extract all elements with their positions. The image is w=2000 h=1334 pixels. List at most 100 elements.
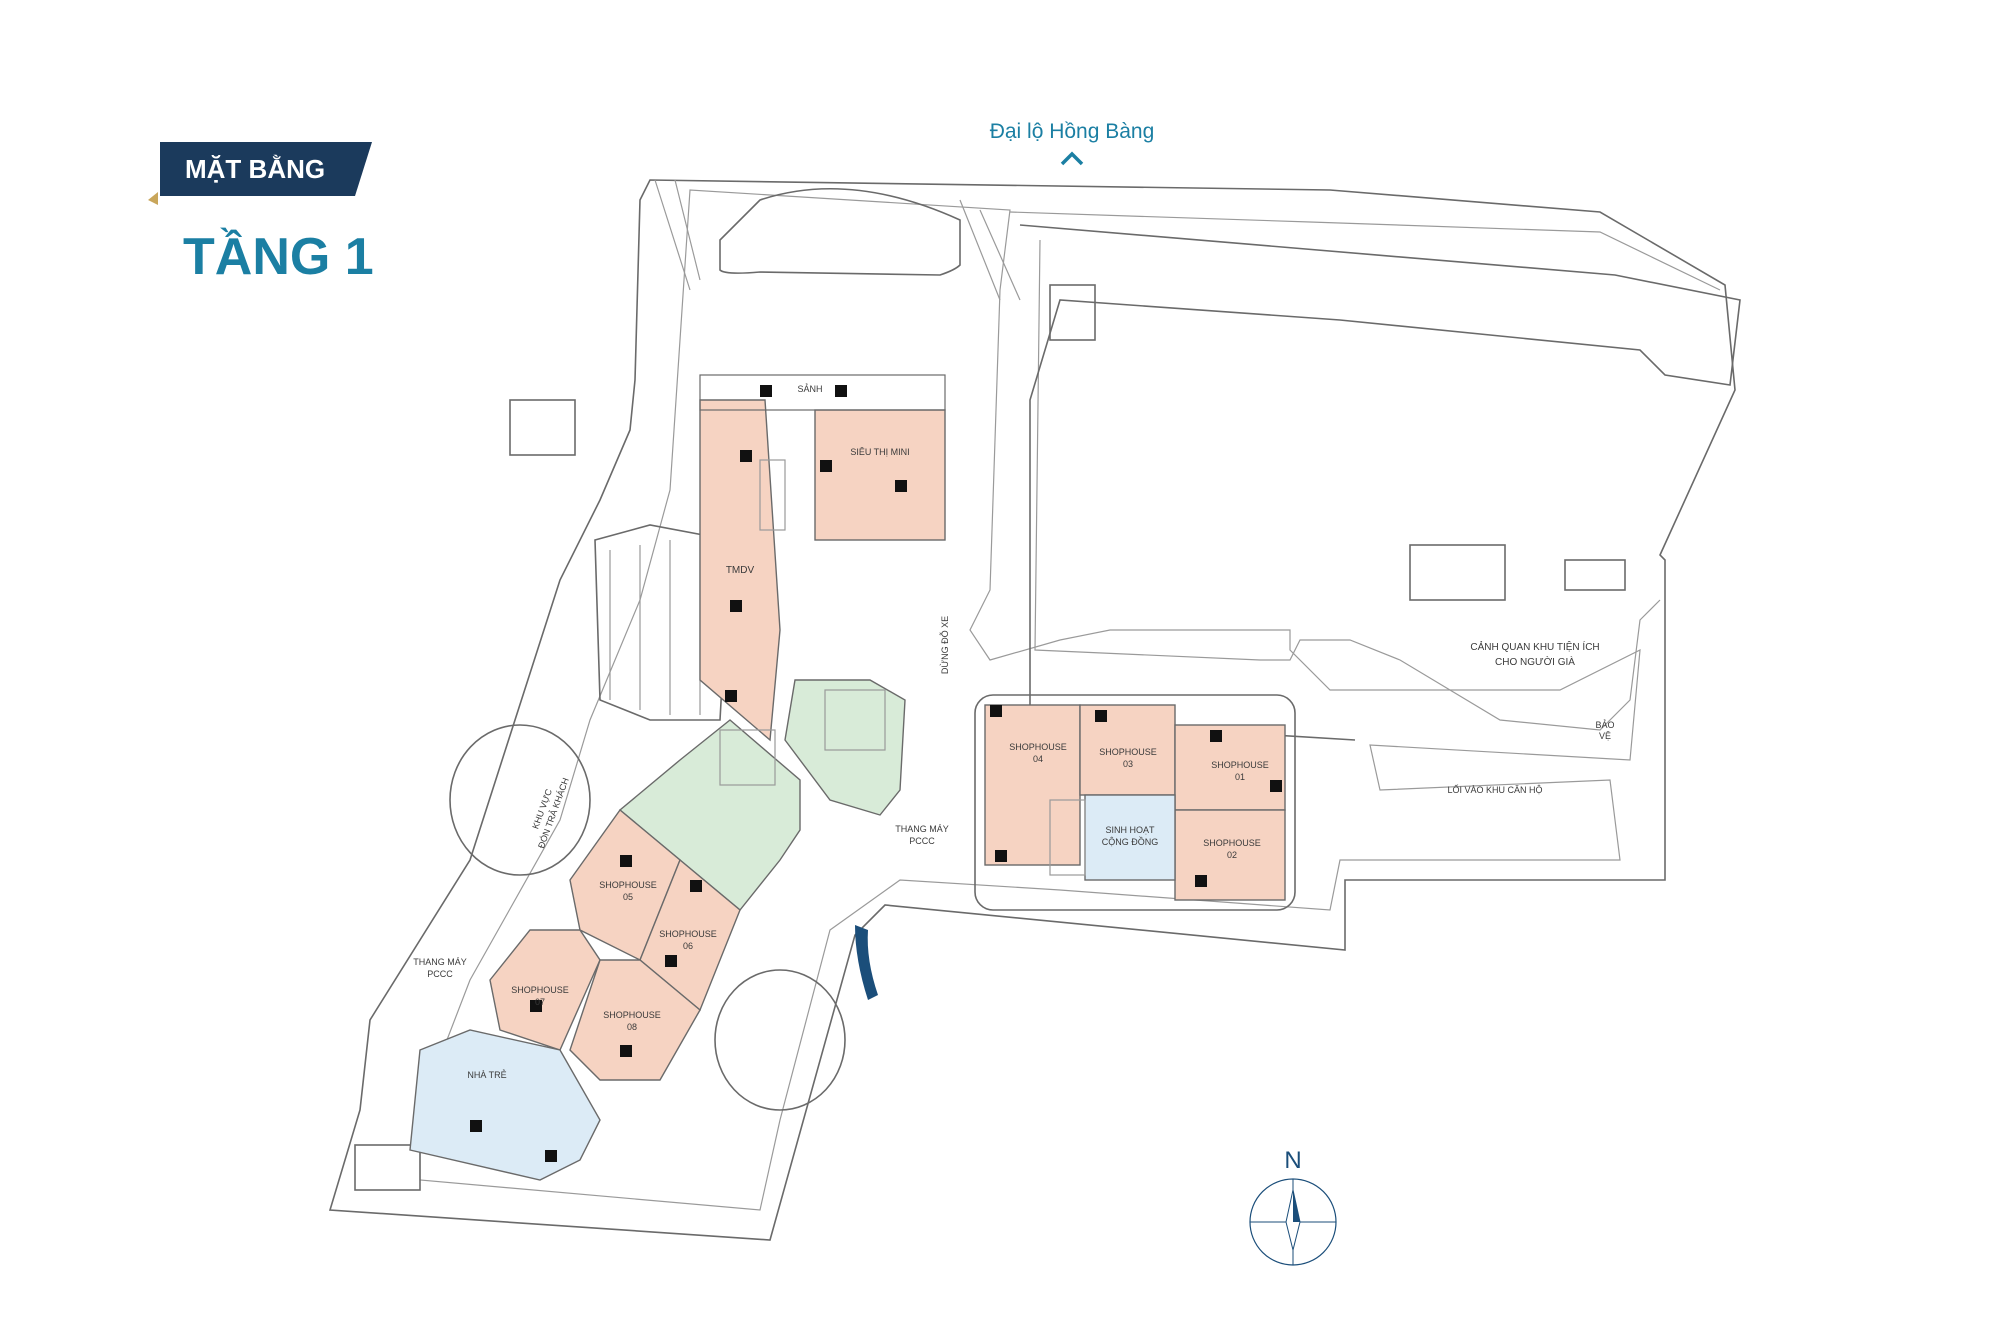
pillar	[760, 385, 772, 397]
label-bao-ve-line2: VỆ	[1599, 731, 1611, 741]
label-tmdv: TMDV	[726, 565, 755, 576]
entrance-canopy	[719, 188, 961, 276]
internal-road-line	[419, 189, 1641, 1211]
pillar	[990, 705, 1002, 717]
landscape-feature	[1564, 559, 1626, 591]
water-feature	[855, 925, 878, 1000]
pillar	[620, 855, 632, 867]
label-shophouse-08-line2: 08	[627, 1022, 637, 1032]
label-shophouse-05-line1: SHOPHOUSE	[599, 880, 657, 890]
pillar	[895, 480, 907, 492]
stair-b	[1049, 799, 1086, 876]
label-shophouse-01-line2: 01	[1235, 772, 1245, 782]
label-canh-quan-line1: CẢNH QUAN KHU TIỆN ÍCH	[1470, 640, 1599, 653]
site-boundary-line	[328, 179, 1736, 1241]
pillar	[730, 600, 742, 612]
pillar	[740, 450, 752, 462]
road-edge-line	[1034, 239, 1661, 731]
title-badge: MẶT BẰNG	[148, 142, 372, 205]
parking-ramp	[594, 524, 731, 721]
drop-off-loop	[449, 724, 591, 876]
pillar	[1095, 710, 1107, 722]
roundabout	[714, 969, 846, 1111]
label-dung-do-xe: DỪNG ĐỖ XE	[939, 616, 950, 674]
compass-north-letter: N	[1284, 1147, 1301, 1174]
label-thang-may-2-line2: PCCC	[427, 969, 453, 979]
stair-core-sw	[354, 1144, 421, 1191]
label-sieu-thi-mini: SIÊU THỊ MINI	[850, 447, 909, 457]
label-shophouse-06-line1: SHOPHOUSE	[659, 929, 717, 939]
label-shophouse-01-line1: SHOPHOUSE	[1211, 760, 1269, 770]
label-thang-may-1-line1: THANG MÁY	[895, 824, 949, 834]
site-outline	[328, 179, 1741, 1241]
elevator-core-b	[719, 729, 776, 786]
label-dung-do-xe-group: DỪNG ĐỖ XE	[939, 616, 950, 674]
label-shophouse-06-line2: 06	[683, 941, 693, 951]
label-shophouse-02-line2: 02	[1227, 850, 1237, 860]
building-b	[974, 694, 1296, 911]
hatch-lines	[654, 179, 1021, 301]
stair-core-nw	[509, 399, 576, 456]
label-canh-quan-line2: CHO NGƯỜI GIÀ	[1495, 655, 1575, 668]
shophouse-02-area	[1174, 809, 1286, 901]
label-khu-vuc: KHU VỰC ĐÓN TRẢ KHÁCH	[530, 776, 571, 850]
sinh-hoat-cong-dong-area	[1084, 794, 1176, 881]
label-sinh-hoat-line1: SINH HOẠT	[1105, 825, 1155, 835]
building-b-outline	[974, 694, 1296, 911]
label-sinh-hoat-line2: CỘNG ĐỒNG	[1102, 836, 1159, 847]
label-thang-may-1-line2: PCCC	[909, 836, 935, 846]
pillar	[1210, 730, 1222, 742]
badge-gold-accent	[148, 192, 158, 205]
label-shophouse-07-line2: 07	[535, 997, 545, 1007]
northeast-block-outline	[1019, 224, 1741, 741]
pillar	[545, 1150, 557, 1162]
lobby-strip	[699, 374, 946, 411]
label-nha-tre: NHÀ TRẺ	[467, 1069, 506, 1080]
label-shophouse-08-line1: SHOPHOUSE	[603, 1010, 661, 1020]
elevator-core-a	[824, 689, 886, 751]
road-name: Đại lộ Hồng Bàng	[990, 120, 1155, 143]
label-bao-ve-line1: BẢO	[1595, 719, 1614, 730]
pillar	[470, 1120, 482, 1132]
label-shophouse-07-line1: SHOPHOUSE	[511, 985, 569, 995]
label-shophouse-04-line2: 04	[1033, 754, 1043, 764]
floor-title: TẦNG 1	[183, 227, 374, 286]
compass-needle-fill	[1293, 1190, 1300, 1222]
shophouse-08-area	[569, 959, 701, 1081]
sieu-thi-mini-area	[814, 409, 946, 541]
badge-background	[160, 142, 372, 196]
pillar	[725, 690, 737, 702]
pillar	[820, 460, 832, 472]
label-shophouse-03-line1: SHOPHOUSE	[1099, 747, 1157, 757]
pillar	[995, 850, 1007, 862]
top-road-edge	[1009, 211, 1721, 291]
stair-core-n	[1049, 284, 1096, 341]
pillar	[690, 880, 702, 892]
label-shophouse-03-line2: 03	[1123, 759, 1133, 769]
nha-tre-area	[409, 1029, 601, 1181]
badge-label: MẶT BẰNG	[185, 154, 325, 184]
green-core-a	[784, 679, 906, 816]
ramp-lanes	[609, 540, 701, 715]
label-shophouse-02-line1: SHOPHOUSE	[1203, 838, 1261, 848]
shophouse-01-area	[1174, 724, 1286, 811]
label-loi-vao: LỐI VÀO KHU CĂN HỘ	[1447, 784, 1542, 795]
label-shophouse-05-line2: 05	[623, 892, 633, 902]
shophouse-05-area	[569, 808, 681, 961]
stair-core-ne	[1409, 544, 1506, 601]
pillar	[530, 1000, 542, 1012]
road-direction-arrow-icon	[1060, 151, 1084, 166]
pillar	[1195, 875, 1207, 887]
structural-pillars	[470, 385, 1282, 1162]
compass-icon: N	[1249, 1147, 1337, 1266]
pillar	[835, 385, 847, 397]
label-sanh: SẢNH	[797, 383, 822, 394]
label-shophouse-04-line1: SHOPHOUSE	[1009, 742, 1067, 752]
label-thang-may-2-line1: THANG MÁY	[413, 957, 467, 967]
pillar	[665, 955, 677, 967]
building-a	[409, 374, 946, 1181]
stair-a	[759, 459, 786, 531]
pillar	[1270, 780, 1282, 792]
pillar	[620, 1045, 632, 1057]
